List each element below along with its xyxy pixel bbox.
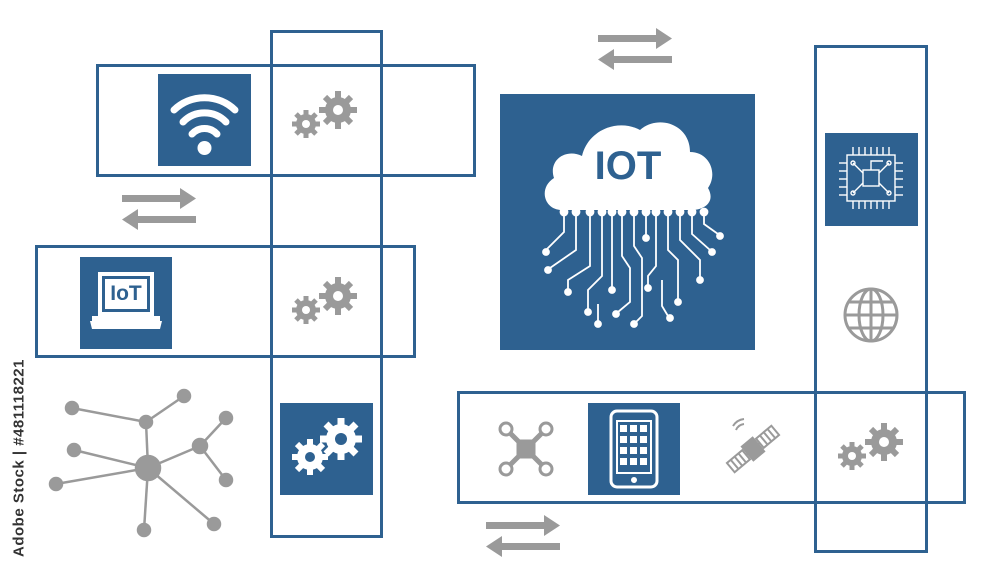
globe-icon: [842, 286, 900, 344]
top-left-horizontal-frame: [96, 64, 476, 177]
tablet-tile: [588, 403, 680, 495]
cloud-label: IOT: [594, 144, 662, 188]
tablet-icon: [608, 409, 660, 489]
circuit-chip-icon: [833, 143, 909, 215]
laptop-tile: IoT: [80, 257, 172, 349]
middle-left-horizontal-frame: [35, 245, 416, 358]
gears-icon: [286, 417, 366, 479]
wifi-icon: [168, 82, 241, 158]
right-vertical-frame: [814, 45, 928, 553]
swap-arrows-icon: [122, 188, 196, 230]
swap-arrows-icon: [598, 28, 672, 70]
gears-icon: [834, 420, 910, 476]
network-icon: [40, 384, 240, 544]
left-vertical-frame: [270, 30, 383, 538]
chip-tile: [825, 133, 918, 226]
drone-icon: [497, 420, 555, 478]
laptop-icon: IoT: [86, 269, 166, 335]
circuit-lines-icon: [528, 206, 728, 330]
stock-id-label: Adobe Stock | #481118221: [10, 359, 28, 557]
swap-arrows-icon: [486, 515, 560, 557]
laptop-label: IoT: [110, 282, 142, 305]
gears-icon: [288, 274, 364, 330]
gears-tile: [280, 403, 373, 495]
satellite-icon: [722, 418, 784, 480]
stock-id-text: Adobe Stock | #481118221: [8, 358, 30, 558]
bottom-right-horizontal-frame: [457, 391, 966, 504]
wifi-tile: [158, 74, 251, 166]
iot-cloud-tile: IOT: [500, 94, 755, 350]
gears-icon: [288, 88, 364, 144]
cloud-icon: IOT: [540, 116, 716, 212]
